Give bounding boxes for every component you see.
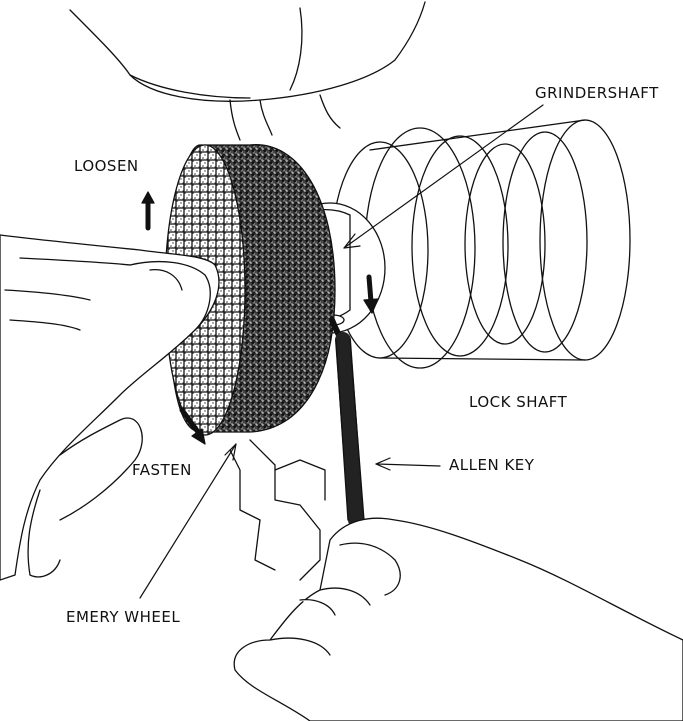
lower-gear xyxy=(230,440,325,580)
grindershaft-leader xyxy=(344,105,543,248)
allen-key-label: ALLEN KEY xyxy=(449,456,534,474)
allen-key-leader xyxy=(376,464,440,466)
lock-shaft-label: LOCK SHAFT xyxy=(469,393,567,411)
emery-wheel-label: EMERY WHEEL xyxy=(66,608,180,626)
upper-body-outline xyxy=(70,2,425,140)
grindershaft-label: GRINDERSHAFT xyxy=(535,84,659,102)
right-hand xyxy=(234,518,683,721)
loosen-label: LOOSEN xyxy=(74,157,139,175)
allen-key xyxy=(332,320,364,520)
loosen-arrow-icon xyxy=(142,192,154,228)
fasten-label: FASTEN xyxy=(132,461,192,479)
